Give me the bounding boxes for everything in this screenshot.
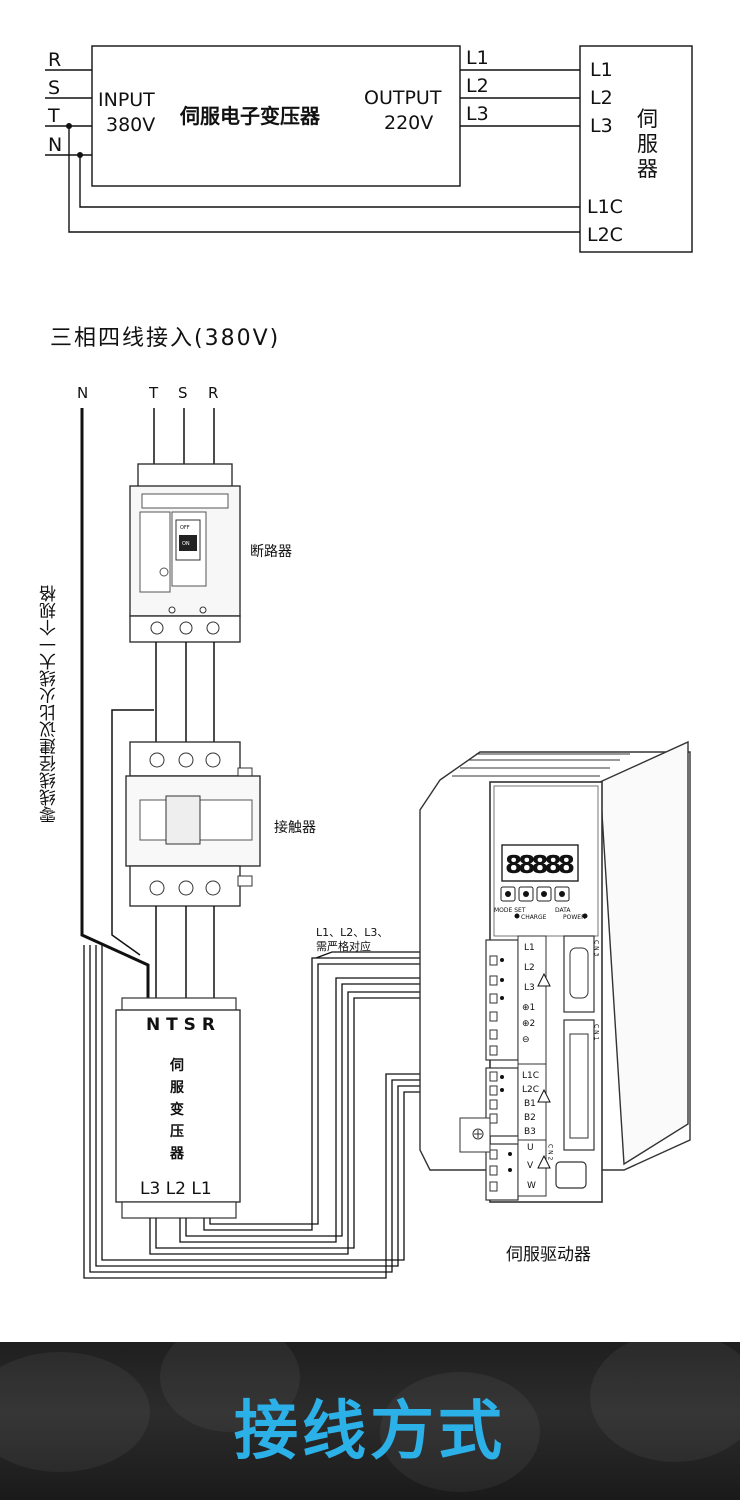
output-label: OUTPUT [364,87,442,109]
driver-terminal-l3: L3 [524,983,535,993]
driver-terminal-b1: B1 [524,1099,536,1109]
contactor-label: 接触器 [274,819,316,836]
top-servo-box [579,45,693,253]
neutral-wire [80,408,150,1000]
driver-terminal-b2: B2 [524,1113,536,1123]
servo-terminal-l1: L1 [590,59,613,81]
servo-driver [419,740,691,1203]
phase-n-label: N [77,384,88,402]
driver-terminal-u: U [527,1143,534,1153]
servo-terminal-l2: L2 [590,87,613,109]
banner-title: 接线方式 [234,1395,506,1469]
phase-s-label: S [48,77,60,99]
top-transformer-name: 伺服电子变压器 [179,104,321,128]
driver-terminal-l1: L1 [524,943,535,953]
breaker-off-label: OFF [180,525,190,531]
phase-s-label: S [178,384,188,402]
warning-icon [537,1088,551,1103]
input-label: INPUT [98,89,155,111]
section-heading: 三相四线接入(380V) [50,326,281,351]
warning-icon [537,1154,551,1169]
breaker-on-label: ON [182,541,190,547]
driver-terminal-p1: ⊕1 [522,1003,535,1013]
servo-name-char: 器 [637,157,658,181]
output-voltage: 220V [384,112,433,134]
driver-terminal-n: ⊖ [522,1035,530,1045]
cn1-label: C N 1 [593,1024,600,1040]
mode-set-label: MODE SET [494,907,526,914]
phase-t-label: T [148,384,159,402]
input-voltage: 380V [106,114,155,136]
top-wiring-diagram: R S T N INPUT 380V 伺服电子变压器 OUTPUT 220V L… [45,45,693,253]
driver-display: 88888 [505,850,575,879]
cn3-label: C N 3 [593,940,600,956]
top-transformer-box [91,45,461,187]
servo-driver-label: 伺服驱动器 [506,1245,591,1265]
output-line-l2: L2 [466,75,489,97]
phase-n-label: N [48,134,62,156]
driver-terminal-l1c: L1C [522,1071,539,1081]
driver-terminal-l2: L2 [524,963,535,973]
transformer-name-char: 压 [170,1124,184,1140]
wiring-note-line1: L1、L2、L3、 [316,926,388,939]
transformer-name-char: 服 [170,1080,185,1096]
data-label: DATA [555,907,571,914]
servo-name-char: 伺 [637,107,658,131]
servo-terminal-l1c: L1C [587,196,623,218]
driver-terminal-p2: ⊕2 [522,1019,535,1029]
circuit-breaker: OFF ON [129,463,241,643]
power-label: POWER [563,914,585,921]
transformer-name-char: 器 [169,1146,185,1162]
banner: 接线方式 [0,1342,740,1500]
contactor [125,741,261,907]
transformer-name-char: 变 [170,1101,184,1118]
warning-icon [537,972,551,987]
wiring-note-line2: 需严格对应 [316,939,371,953]
servo-terminal-l2c: L2C [587,224,623,246]
cn2-label: C N 2 [547,1144,554,1160]
driver-terminal-w: W [527,1181,536,1191]
transformer-top-terminals: N T S R [146,1015,215,1035]
driver-terminal-l2c: L2C [522,1085,539,1095]
phase-t-label: T [47,105,60,127]
servo-name-char: 服 [637,132,658,156]
transformer-name-char: 伺 [169,1057,184,1074]
phase-r-label: R [48,49,61,71]
junction-dot [77,152,83,158]
output-line-l3: L3 [466,103,489,125]
charge-label: CHARGE [521,914,547,921]
output-line-l1: L1 [466,47,489,69]
junction-dot [66,123,72,129]
transformer-bottom-terminals: L3 L2 L1 [140,1179,212,1199]
servo-terminal-l3: L3 [590,115,613,137]
bottom-wiring-diagram: N T S R OFF ON 断路器 [77,384,691,1279]
driver-terminal-b3: B3 [524,1127,536,1137]
servo-transformer [115,997,241,1219]
driver-terminal-v: V [527,1161,534,1171]
breaker-label: 断路器 [250,544,292,560]
phase-r-label: R [208,384,218,402]
